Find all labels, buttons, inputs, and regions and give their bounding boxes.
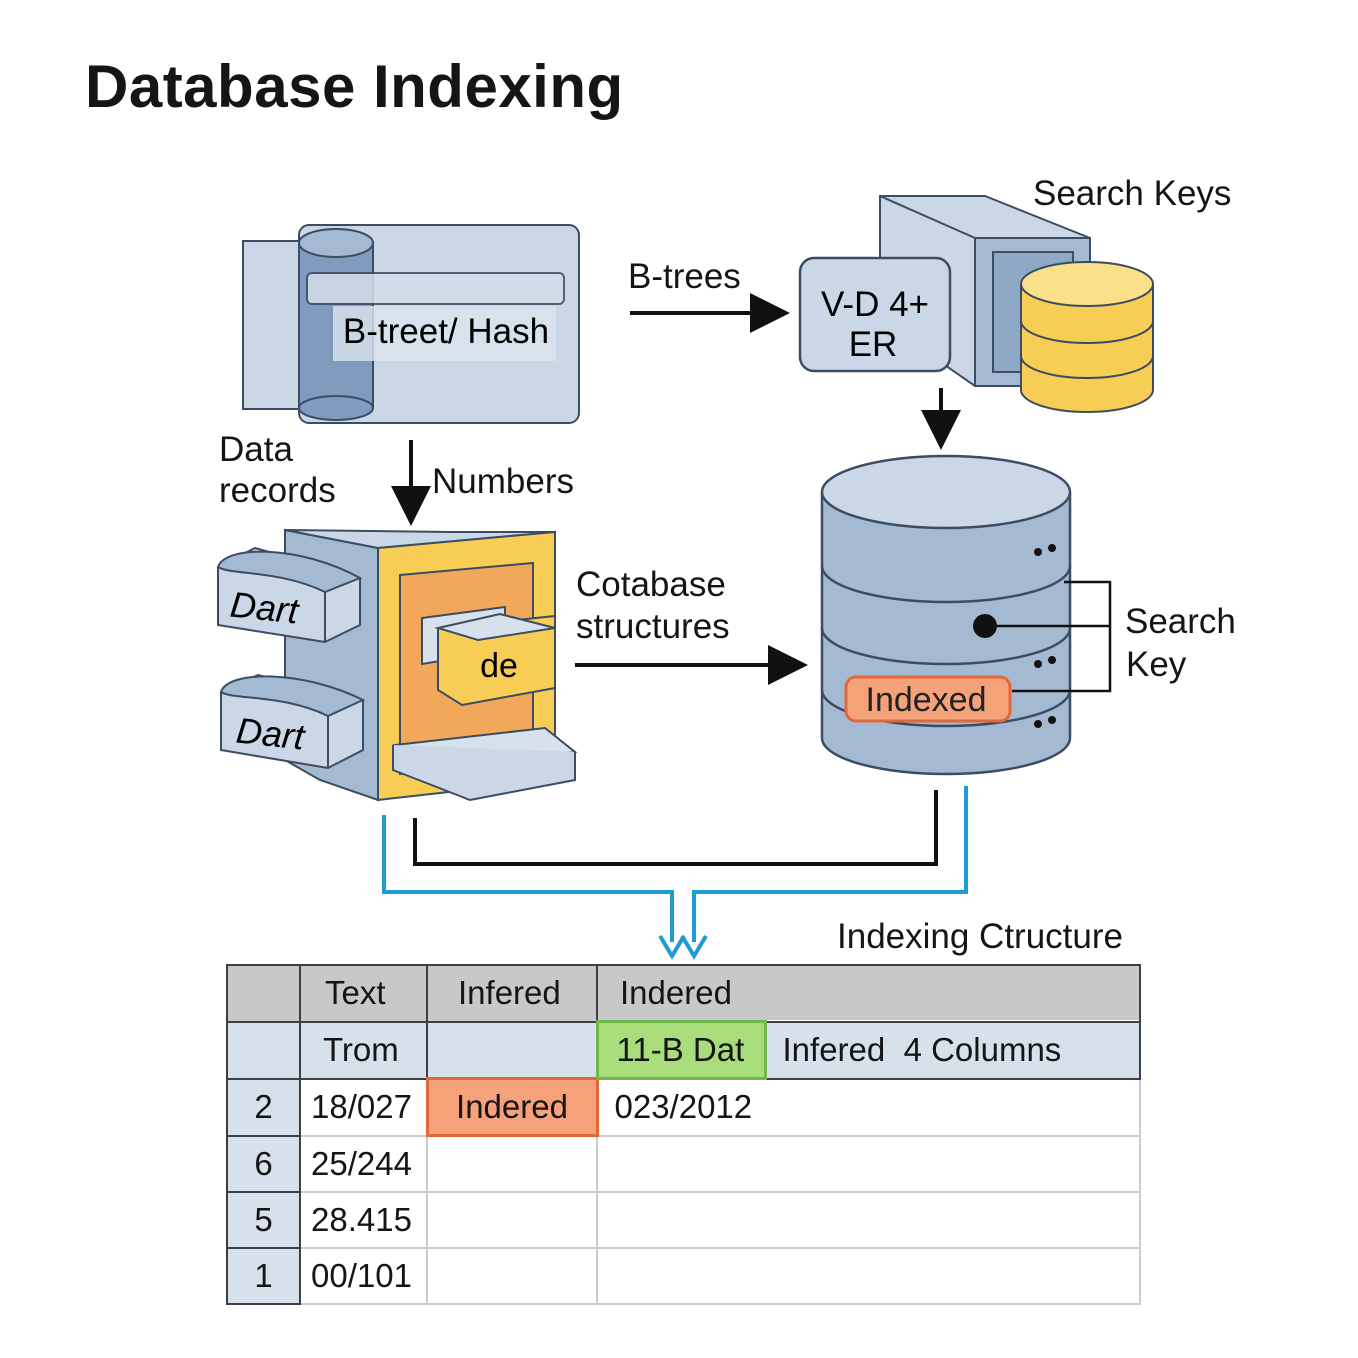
search-key-label-2: Key [1126, 645, 1187, 684]
table-subheader-row: Trom 11-B Dat Infered 4 Columns [226, 1020, 1141, 1080]
row-date [596, 1191, 1141, 1249]
row-number: 6 [226, 1134, 301, 1193]
data-records-label-2: records [219, 471, 336, 510]
indexing-table: Text Infered Indered Trom 11-B Dat Infer… [226, 964, 1141, 1305]
vd-box-label-2: ER [849, 325, 898, 364]
indexing-structure-label: Indexing Ctructure [837, 917, 1123, 956]
dart-disk-top-icon [216, 546, 363, 644]
hash-panel-icon [242, 224, 580, 424]
database-cylinder-icon [820, 454, 1072, 776]
numbers-label: Numbers [432, 462, 574, 501]
page-title: Database Indexing [85, 53, 624, 120]
row-value: 25/244 [299, 1134, 428, 1193]
table-header-row: Text Infered Indered [226, 964, 1141, 1023]
row-number: 1 [226, 1247, 301, 1305]
vd-box [798, 256, 952, 373]
subheader-cell [426, 1020, 598, 1080]
table-row: 5 28.415 [226, 1191, 1141, 1249]
dart-disk-bottom-icon [219, 673, 366, 770]
cotabase-label-1: Cotabase [576, 565, 726, 604]
row-tag-highlight: Indered [425, 1077, 599, 1137]
cotabase-label-2: structures [576, 607, 730, 646]
subheader-cell: Infered 4 Columns [765, 1020, 1141, 1080]
row-tag [426, 1134, 598, 1193]
row-value: 00/101 [299, 1247, 428, 1305]
indexed-badge-label: Indexed [866, 681, 987, 719]
header-cell: Indered [596, 964, 1141, 1023]
arrows [391, 293, 961, 685]
dart-top-label: Dart [228, 584, 302, 632]
search-key-bracket [985, 580, 1112, 693]
data-records-label-1: Data [219, 430, 293, 469]
header-cell: Infered [426, 964, 598, 1023]
row-tag [426, 1247, 598, 1305]
row-number: 2 [226, 1077, 301, 1137]
subheader-cell [226, 1020, 301, 1080]
row-date [596, 1247, 1141, 1305]
row-date [596, 1134, 1141, 1193]
table-row: 6 25/244 [226, 1134, 1141, 1193]
indexed-badge [844, 675, 1012, 723]
de-label: de [480, 647, 518, 685]
dart-bottom-label: Dart [234, 710, 308, 758]
row-tag [426, 1191, 598, 1249]
vd-box-label-1: V-D 4+ [821, 285, 929, 324]
header-cell [226, 964, 301, 1023]
row-value: 18/027 [299, 1077, 428, 1137]
table-row: 1 00/101 [226, 1247, 1141, 1305]
hash-box-label: B-treet/ Hash [343, 312, 549, 351]
row-value: 28.415 [299, 1191, 428, 1249]
table-row: 2 18/027 Indered 023/2012 [226, 1077, 1141, 1137]
row-date: 023/2012 [596, 1077, 1141, 1137]
header-cell: Text [299, 964, 428, 1023]
b-trees-label: B-trees [628, 257, 741, 296]
yellow-database-icon [1020, 261, 1154, 413]
subheader-cell: Trom [299, 1020, 428, 1080]
connector-lines [382, 786, 968, 960]
row-number: 5 [226, 1191, 301, 1249]
search-keys-label: Search Keys [1033, 174, 1232, 213]
subheader-cell-highlight: 11-B Dat [595, 1020, 767, 1080]
search-key-label-1: Search [1125, 602, 1236, 641]
